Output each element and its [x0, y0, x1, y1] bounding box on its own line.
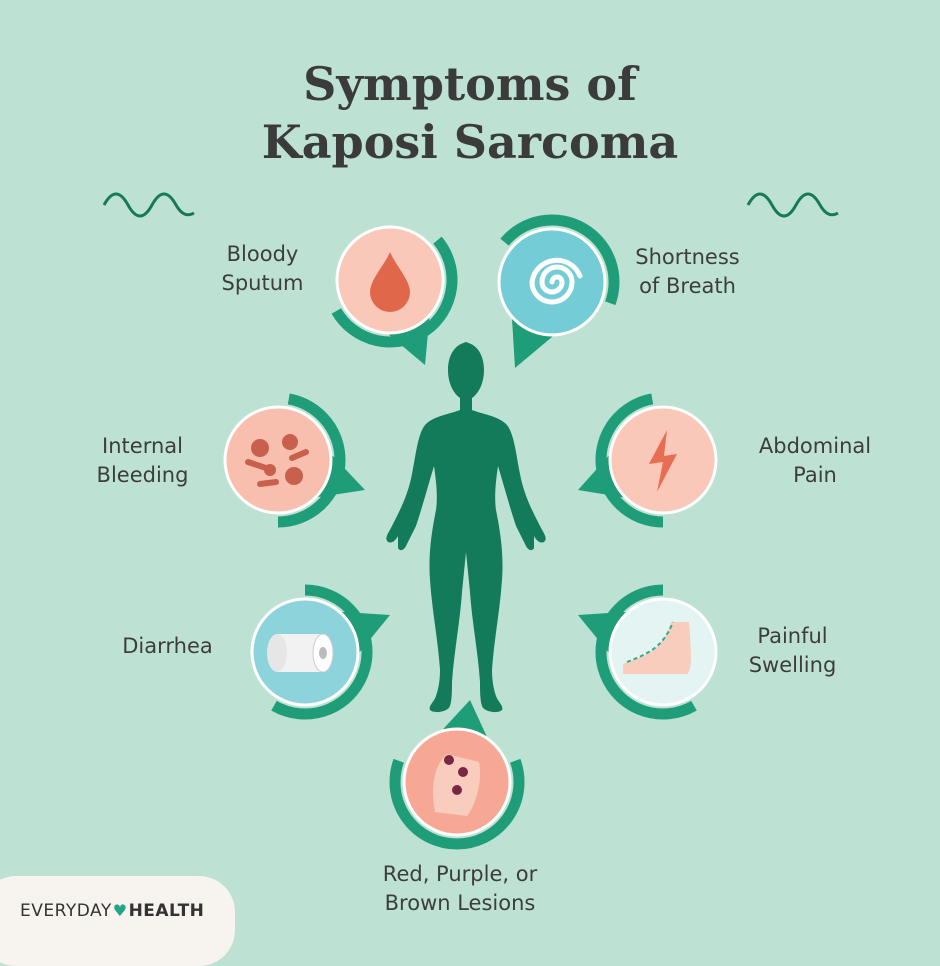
everyday-health-logo: EVERYDAY♥HEALTH: [20, 901, 205, 921]
blood-drop-icon: [335, 225, 445, 335]
blood-cells-icon: [223, 405, 333, 515]
lightning-bolt-icon: [608, 405, 718, 515]
symptom-pointer: [443, 700, 487, 737]
infographic-art: [102, 192, 839, 850]
human-body-silhouette: [386, 342, 546, 713]
spiral-icon: [497, 227, 607, 337]
swollen-foot-icon: [608, 597, 718, 707]
wave-left-decoration: [102, 192, 195, 218]
symptom-pointer: [342, 611, 390, 653]
apple-heart-icon: ♥: [112, 901, 128, 920]
symptom-ring-arc: [389, 758, 525, 850]
symptom-pointer: [512, 319, 553, 368]
symptom-circle: [223, 405, 333, 515]
symptom-ring-arc: [271, 584, 373, 720]
page-title: Symptoms of Kaposi Sarcoma: [261, 57, 679, 169]
brand-logo-badge: [0, 876, 235, 966]
toilet-paper-icon: [250, 597, 360, 707]
symptom-pointer: [578, 611, 626, 653]
label-diarrhea: Diarrhea: [122, 634, 213, 658]
wave-right-decoration: [746, 192, 839, 218]
lesioned-foot-icon: [402, 727, 512, 837]
symptom-pointer: [388, 317, 430, 365]
symptom-ring-arc: [500, 214, 620, 306]
symptom-ring-arc: [595, 584, 697, 720]
